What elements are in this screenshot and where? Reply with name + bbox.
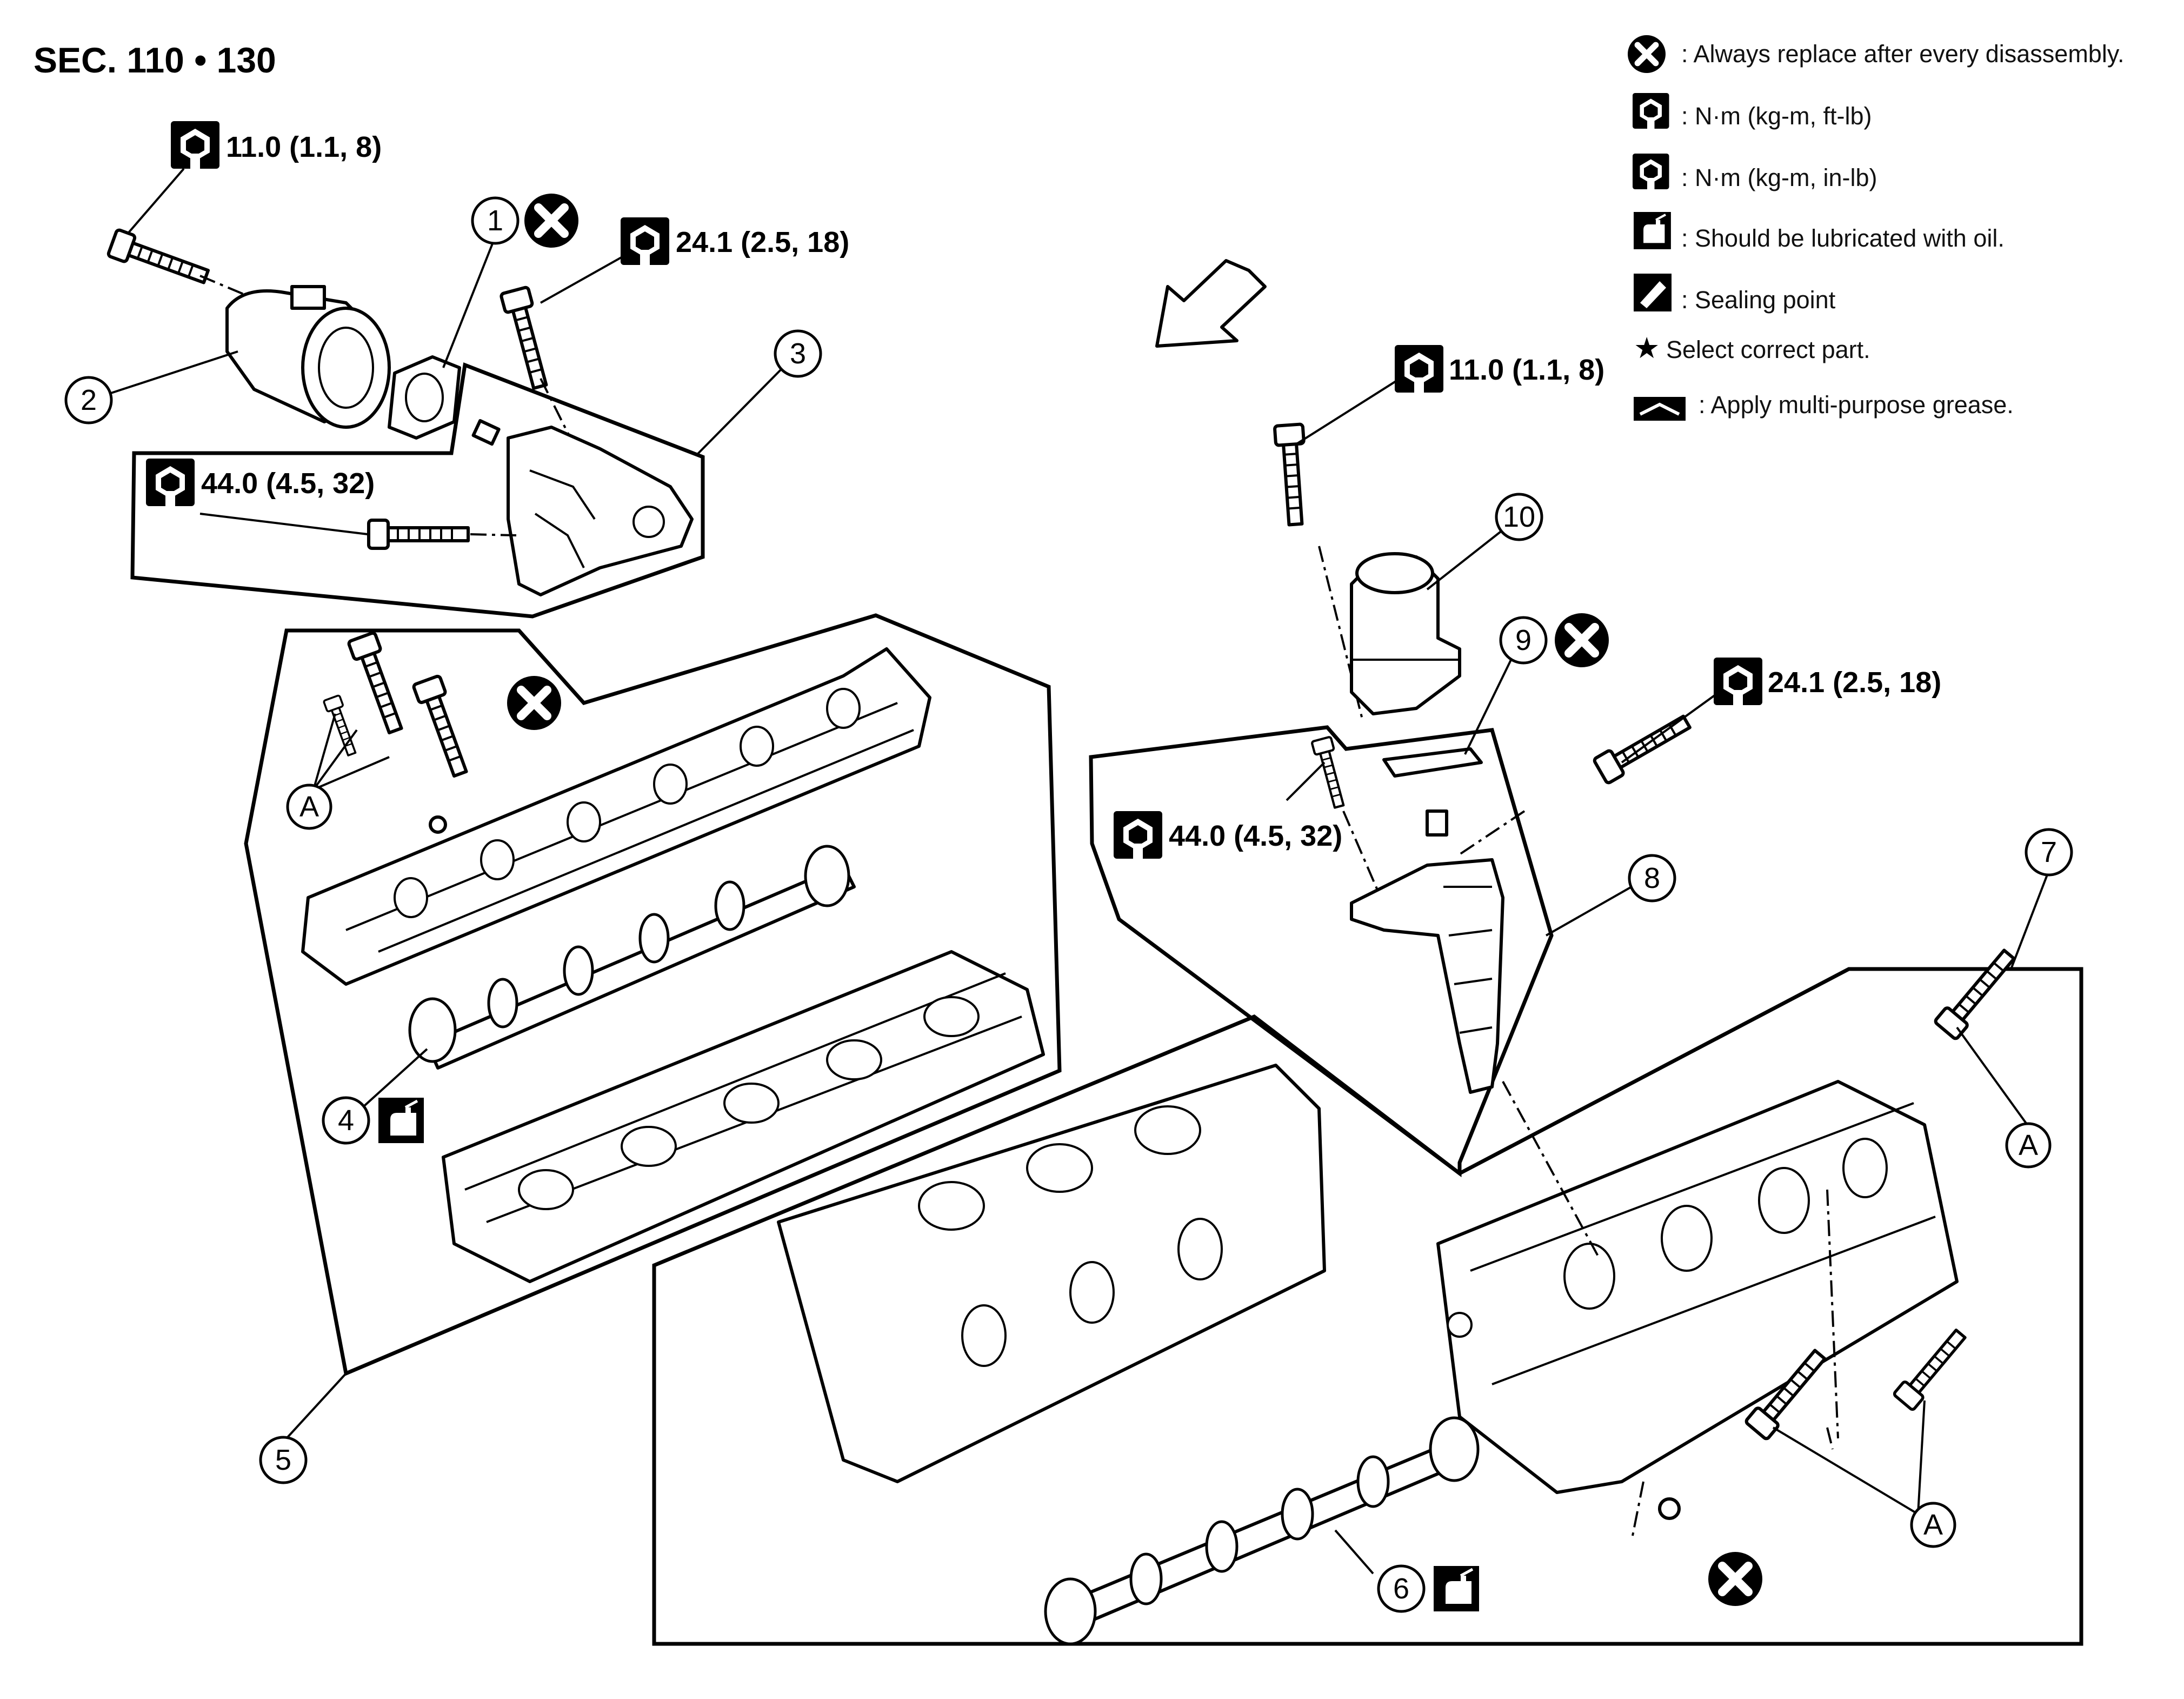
- oil-can-icon: [378, 1098, 424, 1143]
- callout-3: 3: [696, 329, 822, 455]
- svg-text:8: 8: [1644, 862, 1660, 894]
- camshaft-position-actuator-group-right: [1089, 424, 1694, 1177]
- svg-text:4: 4: [338, 1104, 354, 1137]
- timing-cover-part-8: [1350, 809, 1504, 1094]
- cylinder-head-front: [777, 1064, 1326, 1483]
- gasket-part-9: [1382, 747, 1483, 778]
- torque-wrench-icon: [1714, 658, 1762, 705]
- replace-x-icon: [1555, 613, 1609, 667]
- replace-x-icon: [1708, 1552, 1762, 1606]
- legend-text-torque-inlb: : N·m (kg-m, in-lb): [1681, 164, 1877, 191]
- callout-a-right-upper: A: [1956, 1026, 2052, 1169]
- callout-4: 4: [322, 1048, 428, 1145]
- camshaft-part-4: [408, 845, 856, 1070]
- callout-1: 1: [442, 194, 578, 368]
- svg-text:7: 7: [2041, 836, 2057, 868]
- callout-7: 7: [2010, 828, 2073, 970]
- torque-label-6: 44.0 (4.5, 32): [1114, 761, 1342, 859]
- legend-text-torque-ftlb: : N·m (kg-m, ft-lb): [1681, 102, 1872, 130]
- callout-5: 5: [259, 1372, 347, 1484]
- legend-text-select-part: Select correct part.: [1666, 336, 1870, 363]
- torque-wrench-icon: [171, 121, 219, 169]
- torque-label-4: 11.0 (1.1, 8): [1296, 345, 1604, 444]
- oil-can-icon: [1434, 1566, 1479, 1611]
- torque-label-1: 11.0 (1.1, 8): [128, 121, 382, 234]
- svg-text:1: 1: [487, 204, 503, 237]
- torque-label-5: 24.1 (2.5, 18): [1621, 658, 1941, 764]
- svg-text:11.0 (1.1, 8): 11.0 (1.1, 8): [1449, 354, 1604, 386]
- callout-8: 8: [1546, 854, 1676, 937]
- torque-wrench-icon: [621, 217, 669, 265]
- callout-10: 10: [1426, 493, 1543, 590]
- replace-x-icon: [507, 676, 561, 730]
- torque-wrench-icon: [1633, 93, 1669, 129]
- torque-wrench-icon: [1395, 345, 1443, 393]
- svg-text:A: A: [1923, 1509, 1943, 1541]
- torque-wrench-icon: [1114, 811, 1162, 859]
- callout-a-right-lower: A: [1772, 1400, 1956, 1548]
- gasket-part-1: [388, 355, 461, 440]
- svg-text:A: A: [2019, 1129, 2038, 1162]
- legend-text-sealing: : Sealing point: [1681, 286, 1836, 314]
- callout-2: 2: [64, 350, 238, 424]
- timing-chain-cover-part-3: [471, 419, 694, 596]
- replace-x-icon: [1628, 35, 1666, 73]
- svg-text:10: 10: [1503, 501, 1535, 533]
- torque-label-2: 24.1 (2.5, 18): [540, 217, 849, 304]
- star-icon: ★: [1634, 331, 1660, 365]
- right-cylinder-head-group: [652, 945, 2083, 1646]
- callout-6: 6: [1334, 1529, 1479, 1613]
- camshaft-position-actuator-group-left: [108, 229, 705, 619]
- svg-text:44.0 (4.5, 32): 44.0 (4.5, 32): [201, 467, 375, 500]
- valve-timing-solenoid-part-2: [225, 285, 391, 429]
- svg-text:6: 6: [1393, 1572, 1409, 1605]
- cylinder-head-part-5: [442, 950, 1045, 1283]
- oil-can-icon: [1634, 212, 1671, 249]
- svg-text:24.1 (2.5, 18): 24.1 (2.5, 18): [1768, 666, 1941, 699]
- grease-icon: [1634, 397, 1686, 421]
- svg-text:44.0 (4.5, 32): 44.0 (4.5, 32): [1169, 820, 1342, 852]
- camshaft-part-6: [1044, 1416, 1480, 1645]
- torque-label-3: 44.0 (4.5, 32): [146, 459, 375, 535]
- sealing-point-icon: [1634, 274, 1672, 311]
- camshaft-bracket: [301, 647, 931, 986]
- legend-text-replace: : Always replace after every disassembly…: [1681, 40, 2125, 68]
- svg-text:9: 9: [1515, 624, 1532, 656]
- callout-a-left: A: [286, 713, 390, 830]
- callout-9: 9: [1464, 613, 1609, 755]
- legend-text-lubricate: : Should be lubricated with oil.: [1681, 224, 2005, 252]
- svg-text:24.1 (2.5, 18): 24.1 (2.5, 18): [676, 226, 849, 258]
- svg-text:A: A: [299, 791, 319, 823]
- left-cylinder-head-group: [244, 613, 1062, 1376]
- torque-wrench-icon: [146, 459, 195, 506]
- svg-text:11.0 (1.1, 8): 11.0 (1.1, 8): [226, 131, 382, 163]
- svg-text:2: 2: [81, 384, 97, 416]
- legend-text-grease: : Apply multi-purpose grease.: [1699, 391, 2014, 419]
- torque-wrench-small-icon: [1633, 154, 1669, 189]
- replace-x-icon: [524, 194, 578, 248]
- svg-text:3: 3: [790, 337, 806, 370]
- legend: : Always replace after every disassembly…: [1628, 35, 2125, 421]
- svg-text:5: 5: [275, 1444, 291, 1476]
- section-heading: SEC. 110 • 130: [34, 40, 276, 80]
- valve-timing-solenoid-part-10: [1350, 552, 1461, 715]
- front-direction-arrow: [1155, 259, 1267, 348]
